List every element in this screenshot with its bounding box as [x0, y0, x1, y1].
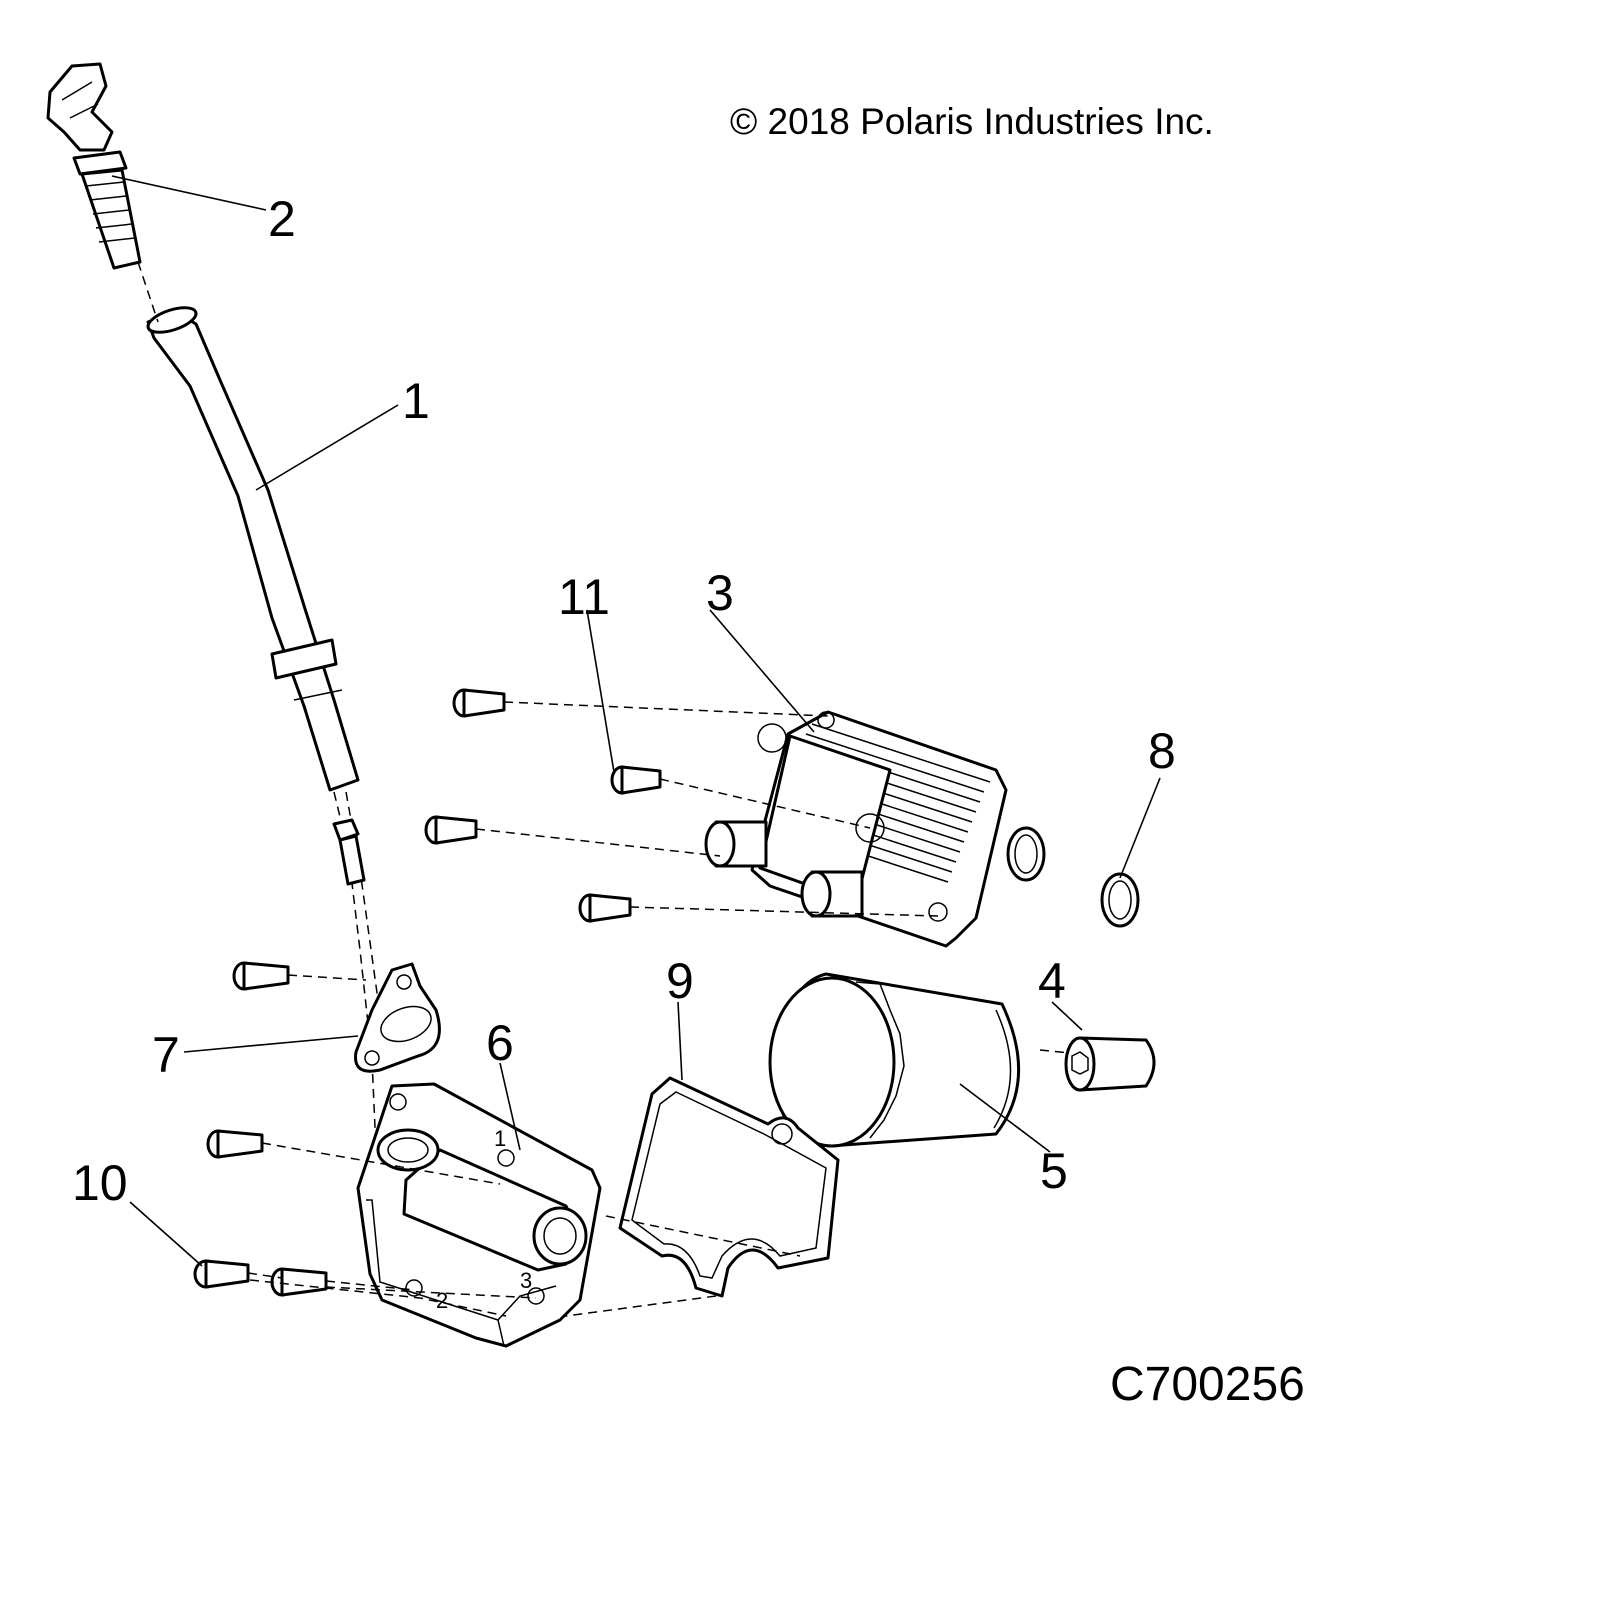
callout-5: 5	[1040, 1143, 1068, 1199]
o-ring	[1100, 872, 1140, 928]
callout-2: 2	[268, 191, 296, 247]
leader-lines	[111, 175, 1161, 1267]
bolt	[206, 1129, 264, 1159]
housing-mark-1: 1	[494, 1126, 506, 1151]
bolt	[270, 1267, 328, 1297]
callout-3: 3	[706, 565, 734, 621]
stud-bolt	[332, 818, 366, 886]
callout-7: 7	[152, 1027, 180, 1083]
dipstick-handle	[46, 62, 142, 270]
oil-cooler	[704, 710, 1008, 948]
oil-filter	[768, 972, 1021, 1148]
cooler-o-ring	[1006, 826, 1046, 882]
copyright-text: © 2018 Polaris Industries Inc.	[730, 101, 1214, 142]
callout-1: 1	[402, 373, 430, 429]
callout-10: 10	[72, 1155, 128, 1211]
housing-bolts	[206, 961, 328, 1297]
filter-housing: 1 2 3	[356, 1082, 602, 1348]
gasket	[618, 1076, 840, 1298]
drawing-code: C700256	[1110, 1358, 1305, 1411]
callout-8: 8	[1148, 723, 1176, 779]
bolt	[193, 1259, 250, 1289]
bolt	[610, 765, 662, 795]
callout-6: 6	[486, 1015, 514, 1071]
callout-4: 4	[1038, 953, 1066, 1009]
housing-mark-2: 2	[436, 1288, 448, 1313]
callout-9: 9	[666, 953, 694, 1009]
dipstick-tube	[146, 306, 360, 792]
bolt	[578, 893, 632, 923]
bolt	[232, 961, 290, 991]
housing-mark-3: 3	[520, 1268, 532, 1293]
flange-gasket	[354, 962, 441, 1073]
callout-labels: 2 1 3 11 8 4 5 6 9 7 10	[72, 191, 1176, 1211]
adapter-sleeve	[1064, 1036, 1156, 1092]
callout-11: 11	[558, 569, 610, 625]
bolt	[424, 815, 478, 845]
cooler-bolts	[424, 688, 662, 923]
bolt	[452, 688, 506, 718]
